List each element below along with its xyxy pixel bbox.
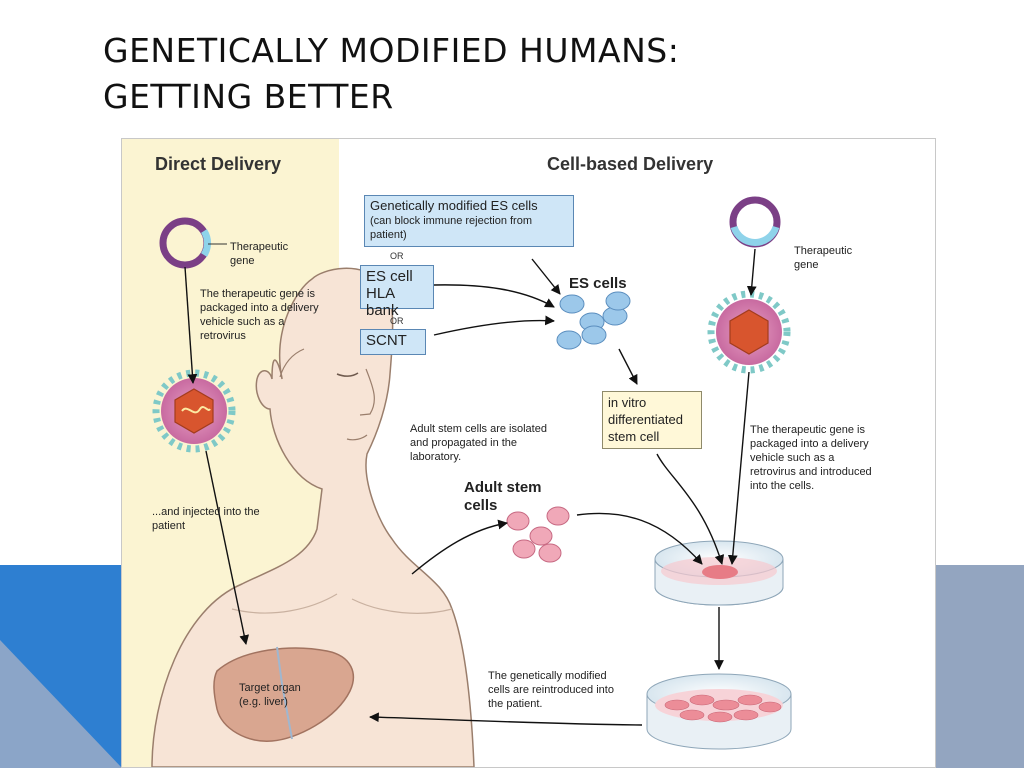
arrow-invitro-to-dish bbox=[656, 453, 725, 565]
es-cell-hla-bank-box: ES cell HLA bank bbox=[360, 265, 434, 319]
scnt-label: SCNT bbox=[366, 332, 407, 349]
retrovirus-icon-cell bbox=[707, 290, 791, 374]
diagram-arrows bbox=[184, 248, 757, 726]
human-eye bbox=[336, 372, 359, 377]
gm-es-cells-title: Genetically modified ES cells bbox=[370, 198, 538, 213]
slide-title-line-1: GENETICALLY MODIFIED HUMANS: bbox=[103, 31, 680, 70]
es-cells-label: ES cells bbox=[569, 275, 627, 292]
direct-delivery-heading: Direct Delivery bbox=[155, 154, 282, 174]
es-cell-hla-bank-label: ES cell HLA bank bbox=[366, 268, 413, 319]
target-organ-label: Target organ (e.g. liver) bbox=[239, 682, 301, 708]
arrow-es-to-invitro bbox=[618, 348, 638, 385]
petri-dish-2 bbox=[646, 673, 792, 750]
diagram-artwork bbox=[151, 196, 792, 767]
or-label-1: OR bbox=[390, 251, 404, 261]
adult-isolated-text: Adult stem cells are isolated and propag… bbox=[410, 423, 547, 463]
cell-based-delivery-heading: Cell-based Delivery bbox=[547, 154, 714, 174]
petri-dish-1 bbox=[654, 540, 784, 606]
decorative-triangle-left bbox=[0, 640, 122, 768]
slide-title-line-2: GETTING BETTER bbox=[103, 77, 394, 116]
or-label-2: OR bbox=[390, 316, 404, 326]
slide-title: GENETICALLY MODIFIED HUMANS: GETTING BET… bbox=[103, 28, 679, 120]
arrow-virus-to-organ bbox=[205, 450, 250, 645]
human-nose bbox=[359, 368, 375, 416]
retrovirus-icon-direct bbox=[152, 369, 236, 453]
plasmid-icon-cell bbox=[729, 196, 781, 248]
arrow-gmes-to-es bbox=[531, 258, 561, 295]
cell-gene-label: Therapeutic gene bbox=[794, 245, 853, 271]
human-figure bbox=[151, 267, 475, 767]
cell-packaged-text: The therapeutic gene is packaged into a … bbox=[750, 424, 872, 492]
gm-es-cells-box: Genetically modified ES cells (can block… bbox=[364, 195, 574, 247]
es-cells-cluster bbox=[556, 291, 631, 350]
plasmid-icon-direct bbox=[159, 217, 227, 269]
adult-stem-cells-cluster bbox=[506, 506, 570, 563]
human-mouth bbox=[346, 434, 368, 441]
adult-stem-cells-label: Adult stem cells bbox=[464, 479, 542, 514]
arrow-body-to-adult-cells bbox=[411, 519, 508, 575]
arrow-gene-to-virus-cell bbox=[746, 248, 757, 296]
in-vitro-box: in vitro differentiated stem cell bbox=[602, 391, 702, 449]
reintroduced-text: The genetically modified cells are reint… bbox=[488, 670, 614, 710]
decorative-band-right bbox=[934, 565, 1024, 768]
human-body-outline bbox=[151, 267, 475, 767]
arrow-dish2-to-organ bbox=[369, 712, 643, 726]
direct-injected-text: ...and injected into the patient bbox=[152, 506, 260, 532]
arrow-hla-to-es bbox=[433, 284, 555, 308]
arrow-virus-to-dish bbox=[727, 371, 750, 565]
arrow-adult-cells-to-dish bbox=[576, 512, 703, 565]
arrow-scnt-to-es bbox=[433, 315, 555, 336]
direct-gene-label: Therapeutic gene bbox=[230, 241, 289, 267]
direct-packaged-text: The therapeutic gene is packaged into a … bbox=[200, 288, 319, 342]
gene-therapy-diagram: Direct Delivery Cell-based Delivery Ther… bbox=[121, 138, 936, 768]
in-vitro-label: in vitro differentiated stem cell bbox=[608, 395, 683, 444]
gm-es-cells-subtitle: (can block immune rejection from patient… bbox=[370, 215, 533, 241]
arrow-gene-to-virus-direct bbox=[184, 266, 198, 384]
scnt-box: SCNT bbox=[360, 329, 426, 355]
